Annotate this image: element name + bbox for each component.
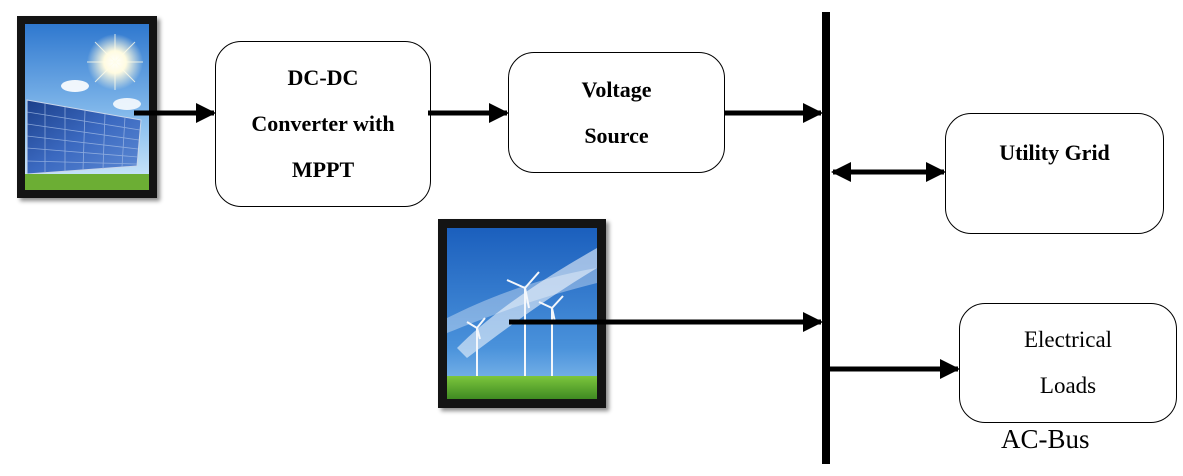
dc-converter-label-line1: DC-DC [287,65,359,90]
utility-grid-label: Utility Grid [999,140,1110,165]
wind-turbine-icon [447,228,597,399]
voltage-source-label-line2: Source [584,122,649,148]
dc-converter-label-line3: MPPT [291,157,355,182]
electrical-loads-label-line2: Loads [1039,373,1097,398]
solar-panel-icon [25,24,149,190]
dc-dc-converter-block: DC-DC Converter with MPPT [215,41,431,207]
utility-grid-block: Utility Grid [945,113,1164,234]
electrical-loads-block: Electrical Loads [959,303,1177,423]
voltage-source-block: Voltage Source [508,52,725,173]
wind-turbines-image [438,219,606,408]
voltage-source-label-line1: Voltage [581,76,652,102]
electrical-loads-label-line1: Electrical [1023,327,1113,352]
dc-converter-label-line2: Converter with [251,111,395,136]
solar-panel-image [17,16,157,198]
ac-bus-label: AC-Bus [1001,424,1090,454]
